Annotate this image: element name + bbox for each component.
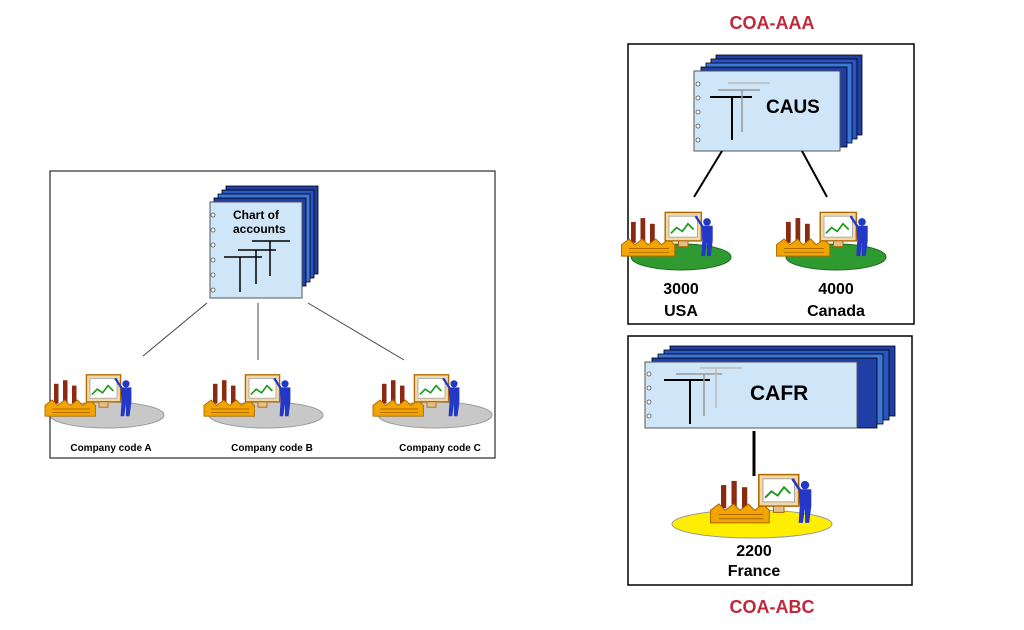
company-icon-3000 bbox=[620, 211, 732, 271]
chart-of-accounts-label-line2: accounts bbox=[233, 222, 286, 236]
chart-of-accounts-icon bbox=[209, 185, 319, 299]
connector-line-4000 bbox=[801, 150, 828, 198]
chart-of-accounts-label-line1: Chart of bbox=[233, 208, 280, 222]
company-country-france: France bbox=[728, 563, 781, 580]
company-icon-c bbox=[371, 373, 493, 429]
company-icon-2200 bbox=[671, 473, 833, 539]
company-code-b-label: Company code B bbox=[231, 443, 313, 454]
company-code-c-label: Company code C bbox=[399, 443, 481, 454]
company-icon-4000 bbox=[775, 211, 887, 271]
company-country-canada: Canada bbox=[807, 303, 865, 320]
company-code-a-label: Company code A bbox=[70, 443, 151, 454]
connector-line-3000 bbox=[693, 150, 723, 198]
company-code-2200: 2200 bbox=[736, 543, 772, 560]
connector-line-c bbox=[307, 302, 405, 361]
caus-chart-icon bbox=[693, 54, 863, 152]
connector-line-a bbox=[142, 302, 208, 357]
cafr-chart-icon bbox=[644, 345, 896, 429]
company-icon-b bbox=[202, 373, 324, 429]
company-country-usa: USA bbox=[664, 303, 698, 320]
coa-abc-label: COA-ABC bbox=[730, 597, 815, 617]
company-code-4000: 4000 bbox=[818, 281, 854, 298]
cafr-chart-name: CAFR bbox=[750, 382, 808, 405]
coa-aaa-label: COA-AAA bbox=[730, 13, 815, 33]
company-code-3000: 3000 bbox=[663, 281, 699, 298]
company-icon-a bbox=[43, 373, 165, 429]
caus-chart-name: CAUS bbox=[766, 97, 820, 118]
